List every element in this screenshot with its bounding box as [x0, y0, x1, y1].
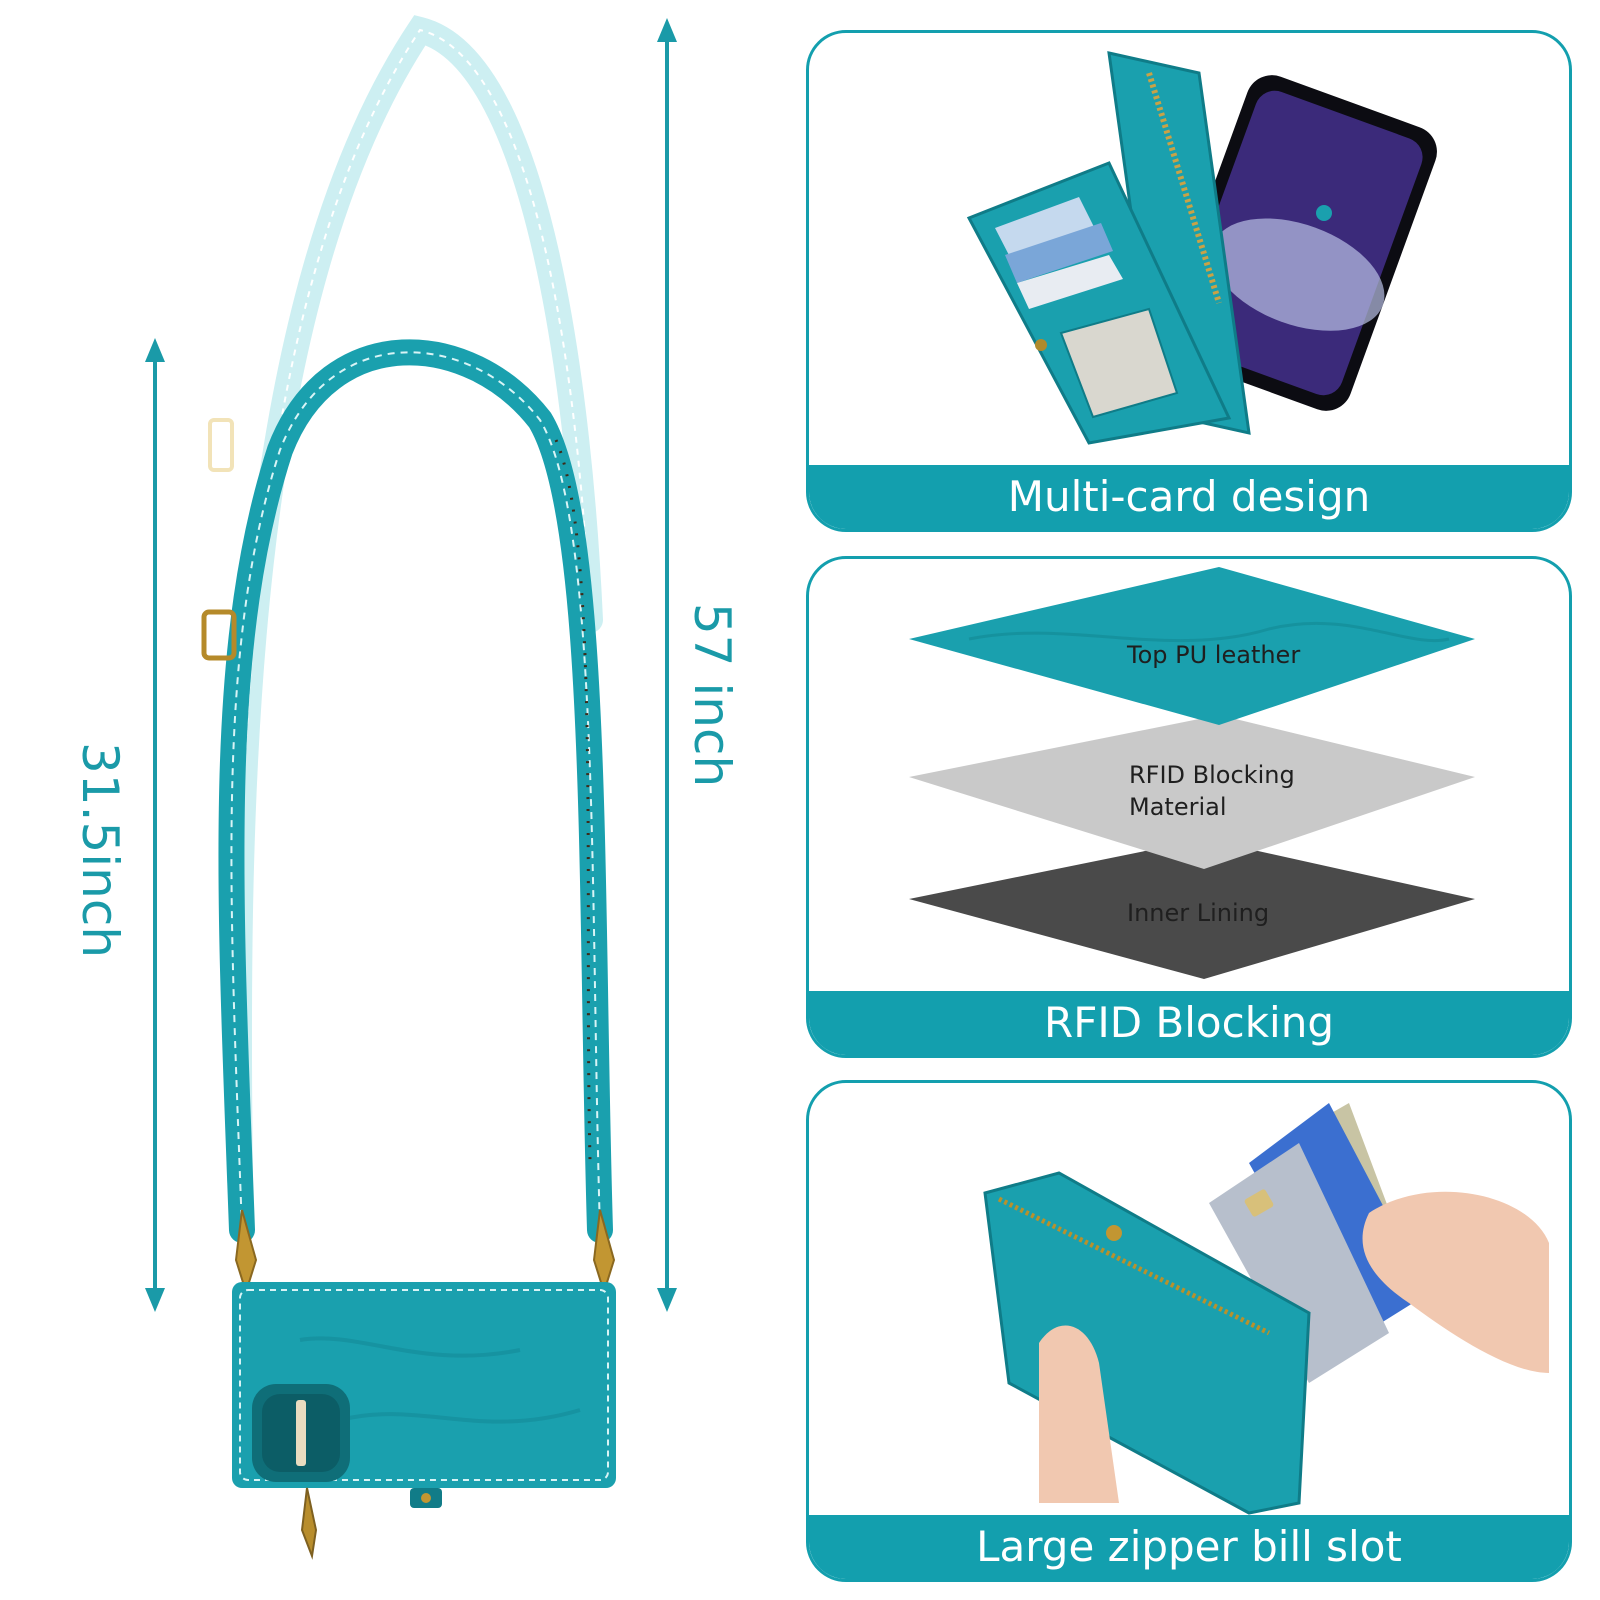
- wallet-case-stitch: [239, 1289, 609, 1481]
- multi-card-caption: Multi-card design: [809, 465, 1569, 529]
- rfid-layer-label-line2: Material: [1129, 793, 1227, 821]
- ghost-buckle: [208, 418, 234, 472]
- snap-button-icon: [1106, 1225, 1122, 1241]
- long-strap-ghost-stitch: [237, 28, 591, 1181]
- short-arrow-bottom-icon: [145, 1288, 165, 1312]
- rfid-caption: RFID Blocking: [809, 991, 1569, 1055]
- long-strap-ghost: [225, 15, 603, 1193]
- card-chip-icon: [1244, 1189, 1274, 1217]
- long-strap-length-label: 57 inch: [683, 602, 741, 788]
- short-strap-length-label: 31.5inch: [71, 741, 129, 959]
- strap-edge: [554, 439, 592, 1161]
- snap-button-icon: [421, 1493, 431, 1503]
- rfid-layer-label-line1: RFID Blocking: [1129, 761, 1295, 789]
- leather-grain: [968, 621, 1450, 643]
- long-arrow-bottom-icon: [657, 1288, 677, 1312]
- zipper-pull-icon: [300, 1487, 318, 1560]
- zipper-caption: Large zipper bill slot: [809, 1515, 1569, 1579]
- right-hand: [1362, 1191, 1549, 1373]
- card-3: [1017, 255, 1123, 309]
- left-hand: [1039, 1325, 1119, 1503]
- phone-snap-icon: [1316, 205, 1332, 221]
- open-wallet-illustration: [966, 51, 1437, 445]
- leather-texture: [299, 1336, 581, 1424]
- strap-buckle: [201, 609, 237, 661]
- camera-stripe: [296, 1400, 306, 1466]
- zipper-teeth: [1146, 72, 1222, 304]
- rfid-panel: Top PU leather RFID Blocking Material In…: [806, 556, 1572, 1058]
- wallet-in-hand-illustration: [983, 1103, 1549, 1515]
- inner-lining-label: Inner Lining: [1127, 899, 1270, 927]
- screen-glow: [1211, 218, 1385, 331]
- crossbody-strap-illustration: [145, 15, 677, 1560]
- snap-button-icon: [1035, 339, 1047, 351]
- inner-lining-layer: [909, 839, 1475, 979]
- strap-stitching: [230, 351, 601, 1231]
- top-leather-layer: [909, 567, 1475, 725]
- top-layer-label: Top PU leather: [1127, 641, 1301, 669]
- long-arrow-top-icon: [657, 18, 677, 42]
- id-window: [1059, 307, 1179, 419]
- card-1: [995, 197, 1095, 259]
- short-arrow-top-icon: [145, 338, 165, 362]
- rfid-layers-diagram: [909, 567, 1475, 979]
- rfid-material-layer: [909, 715, 1475, 869]
- closed-wallet: [983, 1171, 1311, 1515]
- strap: [218, 339, 613, 1243]
- zipper-panel: Large zipper bill slot: [806, 1080, 1572, 1582]
- rfid-layer-label: RFID Blocking Material: [1129, 759, 1295, 823]
- multi-card-panel: Multi-card design: [806, 30, 1572, 532]
- card-2: [1005, 223, 1113, 283]
- zipper-line: [997, 1196, 1271, 1336]
